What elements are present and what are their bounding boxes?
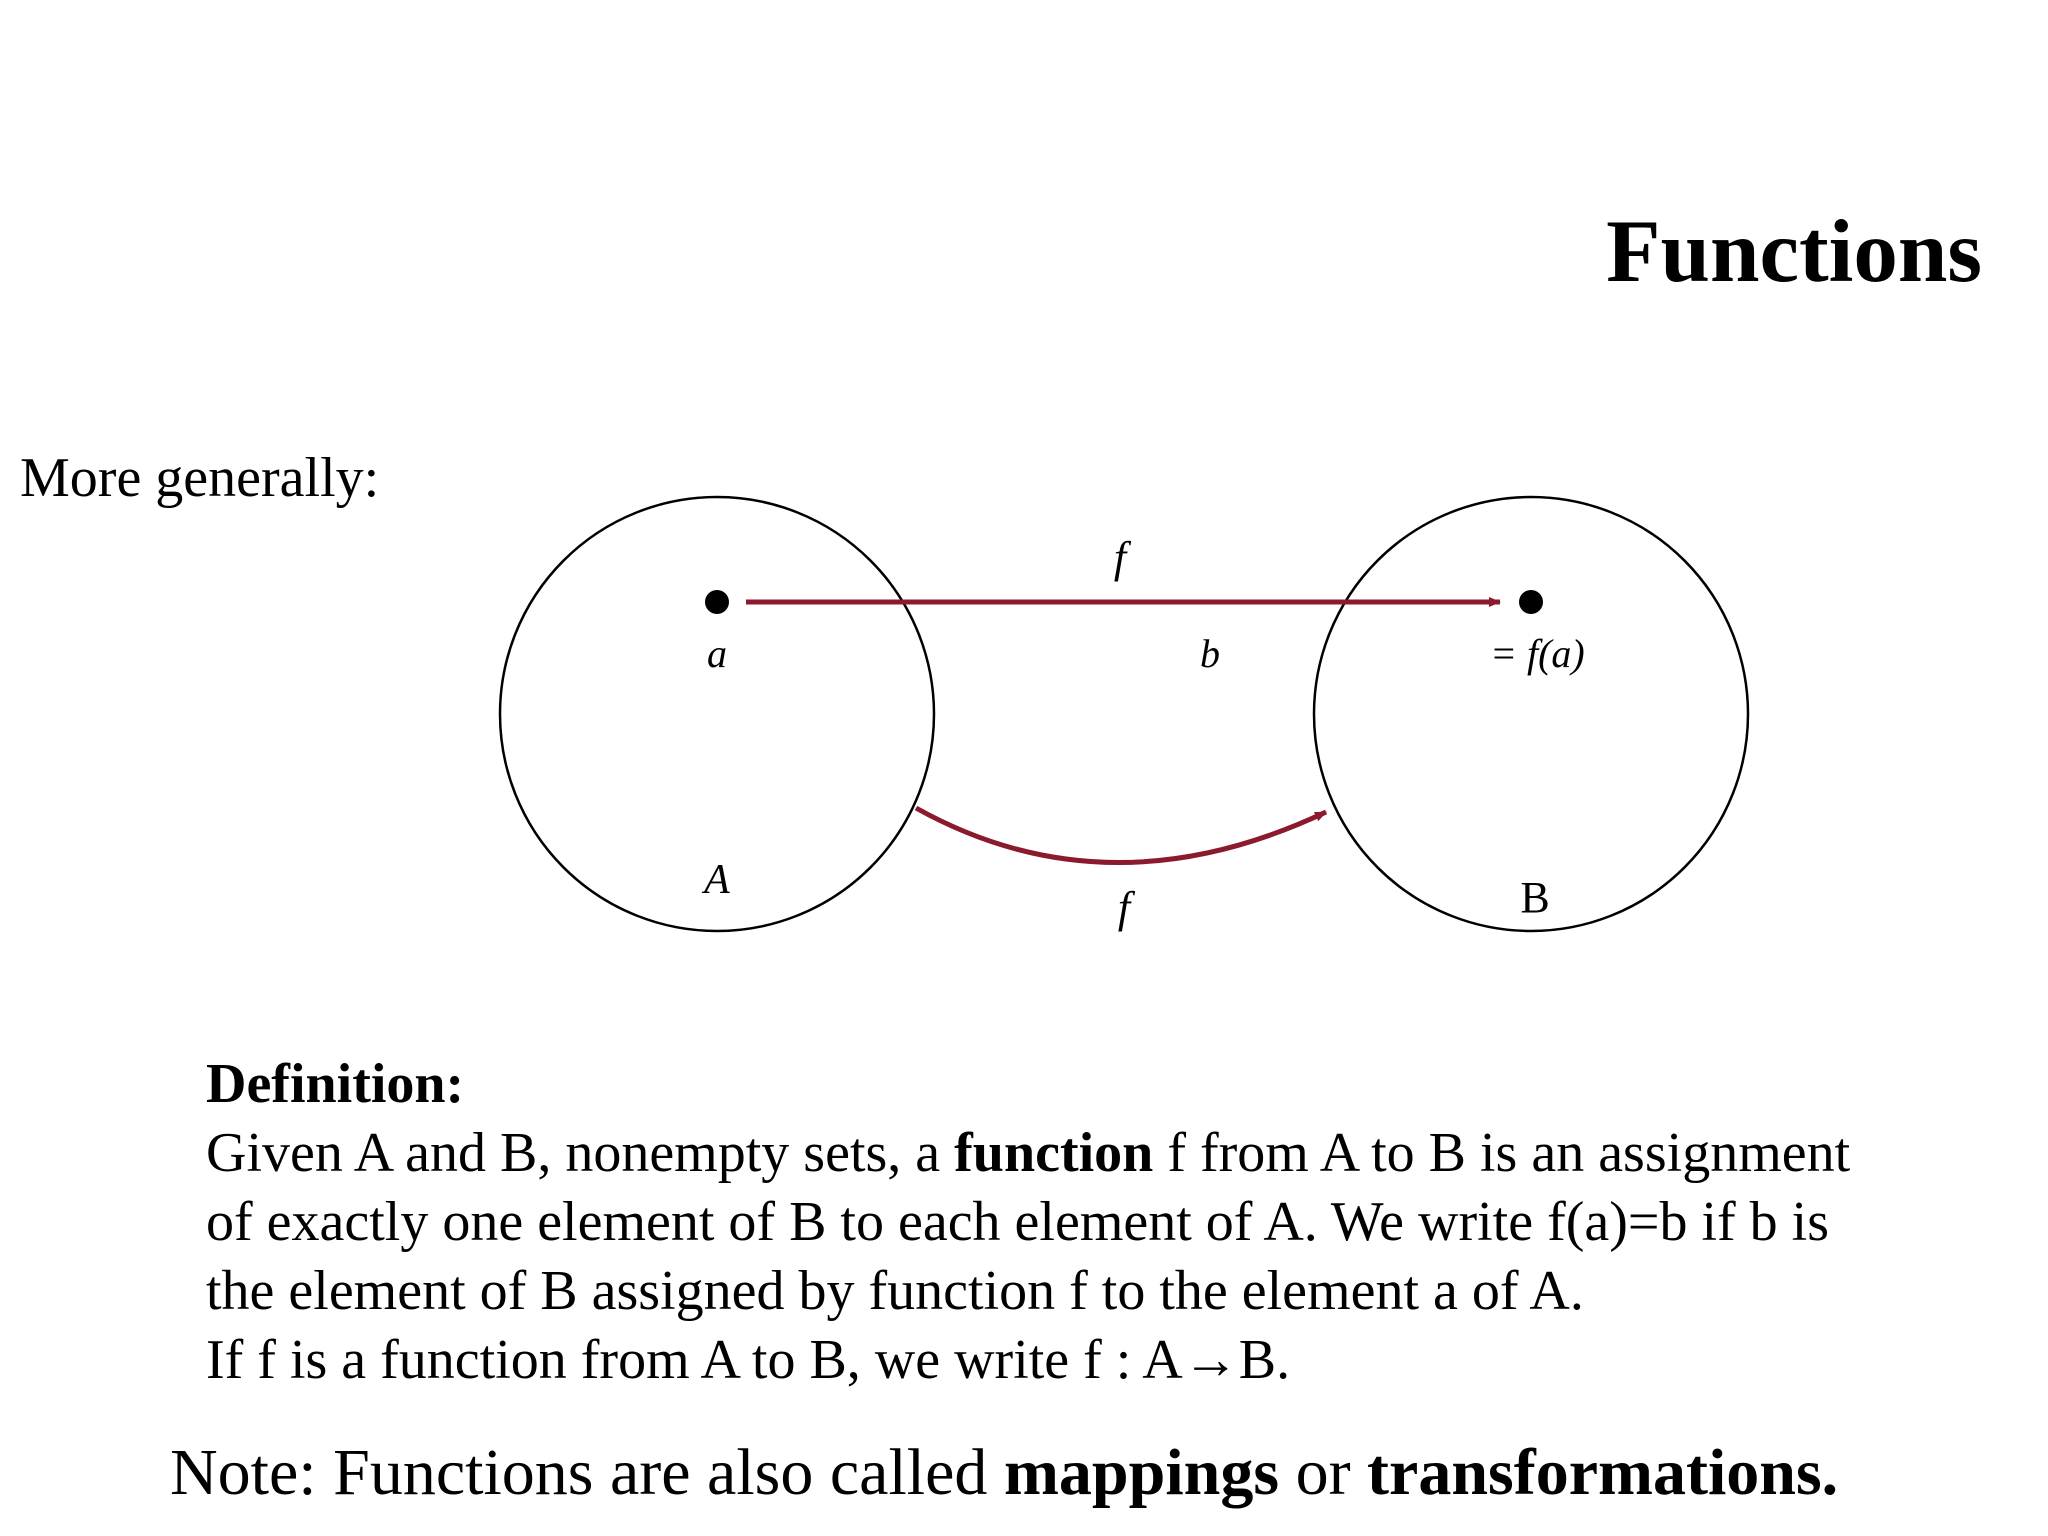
intro-text: More generally: [20, 447, 380, 509]
point-b-dot [1519, 590, 1543, 614]
definition-heading: Definition: [206, 1053, 465, 1115]
set-a-label: A [701, 857, 730, 903]
set-a-circle [498, 495, 936, 933]
note-text: Note: Functions are also called mappings… [170, 1440, 1838, 1506]
point-a-dot [705, 590, 729, 614]
slide-title: Functions [1606, 203, 1982, 301]
definition-line-1-start: Given A and B, nonempty sets, a [206, 1122, 955, 1184]
point-b-label: b [1200, 631, 1220, 676]
set-b-label: B [1520, 873, 1549, 922]
definition-line-1: Given A and B, nonempty sets, a function… [206, 1119, 1966, 1188]
definition-line-4: If f is a function from A to B, we write… [206, 1329, 1291, 1391]
note-prefix: Note: Functions are also called [170, 1436, 1004, 1509]
definition-block: Definition: Given A and B, nonempty sets… [206, 1050, 1966, 1395]
definition-line-3: the element of B assigned by function f … [206, 1260, 1584, 1322]
bottom-arrow-label: f [1118, 883, 1136, 932]
transformations-term: transformations. [1367, 1436, 1839, 1509]
function-term: function [954, 1122, 1154, 1184]
point-a-label: a [707, 631, 727, 676]
image-label: = f(a) [1490, 631, 1585, 676]
note-middle: or [1279, 1436, 1368, 1509]
mappings-term: mappings [1003, 1436, 1280, 1509]
definition-line-2: of exactly one element of B to each elem… [206, 1191, 1830, 1253]
set-b-circle [1312, 495, 1750, 933]
top-arrow-label: f [1114, 533, 1132, 582]
mapping-arrow-bottom [914, 805, 1328, 865]
definition-line-1-end: f from A to B is an assignment [1153, 1122, 1851, 1184]
